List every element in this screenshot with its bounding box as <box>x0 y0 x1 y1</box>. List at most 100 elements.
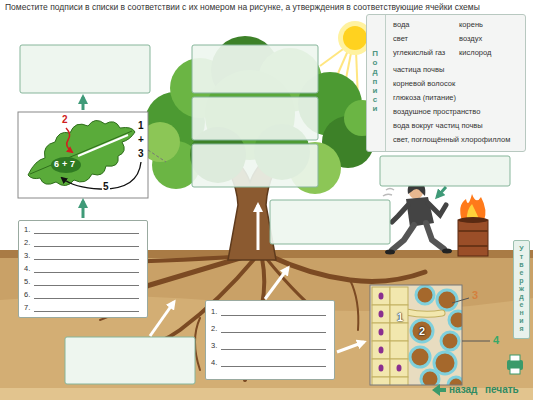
tree-roots-part <box>195 318 200 370</box>
burning-barrel-part <box>458 230 488 232</box>
numbered-list: 1.2.3.4. <box>205 300 335 380</box>
soil-closeup-part <box>452 298 469 303</box>
soil-closeup-part-part-part <box>379 329 384 336</box>
list-number: 1. <box>24 225 30 234</box>
soil-closeup-part-part-part <box>434 352 456 374</box>
soil-closeup-part <box>462 341 490 342</box>
answer-line <box>221 315 326 316</box>
leaf-scheme <box>18 112 166 198</box>
soil-closeup-part-part-part <box>379 347 384 354</box>
burning-barrel-part <box>458 217 488 223</box>
answer-line <box>34 272 139 273</box>
nav-icons <box>432 355 523 396</box>
tab-divider <box>385 15 386 151</box>
soil-closeup-part-part-part <box>397 365 402 372</box>
label-item: свет, поглощённый хлорофиллом <box>393 135 510 144</box>
runner-figure-part <box>392 225 414 250</box>
answer-line <box>221 332 326 333</box>
soil-closeup-part-part-part <box>449 311 462 329</box>
flow-arrows-part <box>82 97 85 110</box>
callout-number: 7 <box>70 160 75 170</box>
label-item: частица почвы <box>393 65 444 74</box>
soil-closeup-part-part-part <box>410 347 430 367</box>
soil-ground-part <box>0 250 533 400</box>
panel-heading: Подписи <box>371 49 379 113</box>
label-item: корневой волосок <box>393 79 455 88</box>
label-item: глюкоза (питание) <box>393 93 456 102</box>
soil-closeup-part-part <box>406 312 442 314</box>
label-item: корень <box>459 20 483 29</box>
list-number: 6. <box>24 290 30 299</box>
soil-closeup-part-part-part <box>390 323 408 341</box>
soil-closeup-part-part-part <box>437 290 457 310</box>
answer-line <box>34 311 139 312</box>
list-number: 2. <box>24 238 30 247</box>
callout-number: 3 <box>472 289 478 301</box>
answer-cell-part <box>192 144 318 187</box>
soil-closeup-part-part-part <box>372 377 390 385</box>
soil-closeup-part-part <box>410 286 462 385</box>
tree-canopy <box>140 36 380 194</box>
labels-panel: Подписиводакореньсветвоздухуглекислый га… <box>366 14 526 152</box>
runner-figure <box>383 181 452 255</box>
nav-icons-part <box>510 368 520 374</box>
nav-button-label: печать <box>485 384 519 395</box>
answer-line <box>34 298 139 299</box>
label-item: вода <box>393 20 409 29</box>
callout-number: 5 <box>102 181 110 192</box>
burning-barrel-part <box>460 194 485 221</box>
answer-line <box>34 246 139 247</box>
list-number: 3. <box>211 341 217 350</box>
answer-cell <box>20 45 510 384</box>
nav-icons-part <box>432 384 446 396</box>
soil-closeup-part-part-part <box>372 359 390 377</box>
answer-line <box>221 366 326 367</box>
callout-number: 2 <box>62 114 68 125</box>
label-item: свет <box>393 34 408 43</box>
soil-closeup-part-part-part <box>390 377 408 385</box>
flow-arrows-part <box>82 201 85 218</box>
answer-line <box>34 285 139 286</box>
callout-number: 1 <box>138 120 144 131</box>
list-number: 7. <box>24 303 30 312</box>
answer-cell-part <box>20 45 150 93</box>
soil-closeup-part-part-part <box>372 323 390 341</box>
soil-closeup-part-part-part <box>390 287 408 305</box>
leaf-scheme-part <box>18 112 148 198</box>
soil-ground <box>0 250 533 400</box>
answer-cell-part <box>270 200 390 244</box>
callout-number: 6 <box>54 160 59 170</box>
callout-number: 1 <box>397 311 403 323</box>
callout-number: 2 <box>419 325 425 337</box>
soil-closeup-part-part-part <box>390 341 408 359</box>
soil-closeup <box>370 285 490 395</box>
leaf-scheme-part <box>30 131 132 174</box>
soil-closeup-part-part-part <box>441 332 459 350</box>
soil-ground-part <box>0 296 533 400</box>
soil-closeup-part-part-part <box>416 286 434 304</box>
page-title: Поместите подписи в списки в соответстви… <box>5 2 480 12</box>
label-item: вода вокруг частиц почвы <box>393 121 483 130</box>
soil-closeup-part-part-part <box>390 305 408 323</box>
flow-arrows-part <box>150 302 174 336</box>
burning-barrel-part <box>458 220 488 256</box>
burning-barrel-part <box>458 245 488 247</box>
answer-cell-part <box>65 337 195 384</box>
runner-figure-part <box>428 203 446 215</box>
numbered-list: 1.2.3.4.5.6.7. <box>18 220 148 318</box>
callout-number: + <box>138 134 144 145</box>
runner-figure-part <box>385 250 395 255</box>
leaf-scheme-part <box>28 120 135 185</box>
label-item: углекислый газ <box>393 48 445 57</box>
nav-button-label: назад <box>449 384 477 395</box>
burning-barrel <box>458 194 488 256</box>
label-item: воздушное пространство <box>393 107 480 116</box>
soil-closeup-part-part <box>370 285 462 385</box>
statements-tab: Утверждения <box>513 240 530 339</box>
runner-figure-part <box>442 249 452 254</box>
flow-arrows-part <box>437 187 446 197</box>
tab-title: Утверждения <box>518 245 525 334</box>
label-item: кислород <box>459 48 491 57</box>
list-number: 5. <box>24 277 30 286</box>
list-number: 4. <box>211 358 217 367</box>
